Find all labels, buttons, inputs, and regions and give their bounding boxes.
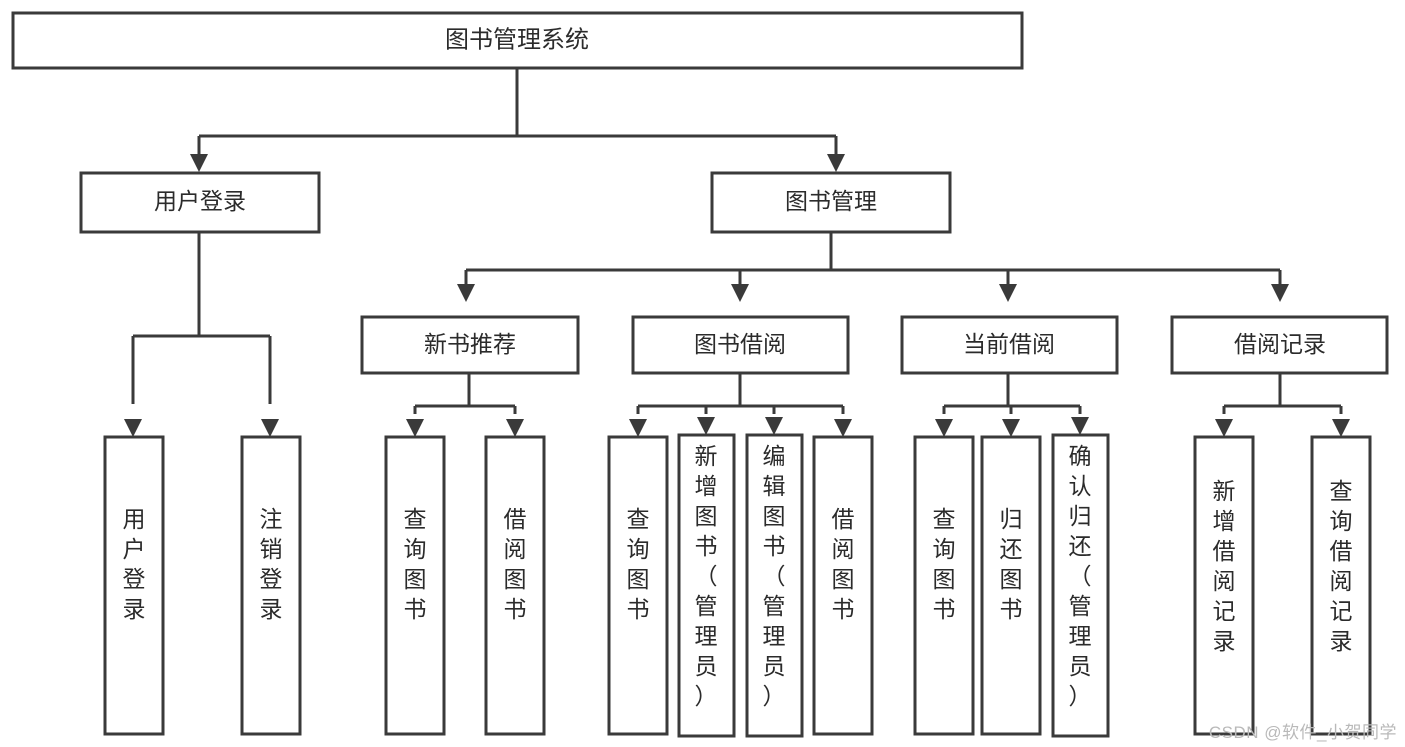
- node-leaf-query-record[interactable]: 查询借阅记录: [1310, 435, 1372, 736]
- node-leaf-logout[interactable]: 注销登录: [240, 435, 302, 736]
- node-user-login[interactable]: 用户登录: [79, 171, 321, 234]
- arrow-icon: [1332, 419, 1350, 437]
- node-root-label: 图书管理系统: [445, 26, 589, 53]
- node-leaf-confirm-return-label: 确认归还（管理员）: [1069, 443, 1092, 709]
- node-leaf-borrow-book-1-label: 借阅图书: [504, 506, 527, 622]
- node-leaf-logout-box[interactable]: [240, 435, 302, 736]
- node-leaf-query-book-2-label: 查询图书: [627, 506, 650, 622]
- node-leaf-add-record[interactable]: 新增借阅记录: [1193, 435, 1255, 736]
- arrow-icon: [765, 417, 783, 435]
- connector-group-new-book-rec: [406, 373, 524, 437]
- node-leaf-add-book[interactable]: 新增图书（管理员）: [677, 433, 736, 738]
- node-leaf-borrow-book-1-box[interactable]: [484, 435, 546, 736]
- node-leaf-return-book[interactable]: 归还图书: [980, 435, 1042, 736]
- node-leaf-add-book-box[interactable]: [677, 433, 736, 738]
- arrow-icon: [457, 284, 475, 302]
- node-new-book-rec[interactable]: 新书推荐: [360, 315, 580, 375]
- connector-group-user-login: [124, 232, 279, 437]
- node-leaf-query-book-2-box[interactable]: [607, 435, 669, 736]
- arrow-icon: [506, 419, 524, 437]
- node-leaf-query-book-3[interactable]: 查询图书: [913, 435, 975, 736]
- arrow-icon: [1002, 419, 1020, 437]
- arrow-icon: [261, 419, 279, 437]
- node-leaf-borrow-book-2[interactable]: 借阅图书: [812, 435, 874, 736]
- node-current-borrow-label: 当前借阅: [963, 331, 1055, 357]
- node-leaf-query-book-2[interactable]: 查询图书: [607, 435, 669, 736]
- node-leaf-user-login-box[interactable]: [103, 435, 165, 736]
- node-book-borrow-label: 图书借阅: [694, 331, 786, 357]
- connector-group-borrow-record: [1215, 373, 1350, 437]
- node-leaf-query-record-label: 查询借阅记录: [1330, 478, 1353, 654]
- node-current-borrow[interactable]: 当前借阅: [900, 315, 1119, 375]
- connector-group-current-borrow: [935, 373, 1089, 437]
- node-current-borrow-box[interactable]: [900, 315, 1119, 375]
- arrow-icon: [834, 419, 852, 437]
- node-book-borrow[interactable]: 图书借阅: [631, 315, 850, 375]
- node-user-login-box[interactable]: [79, 171, 321, 234]
- node-new-book-rec-label: 新书推荐: [424, 331, 516, 357]
- node-leaf-confirm-return-box[interactable]: [1051, 433, 1110, 738]
- node-leaf-add-record-box[interactable]: [1193, 435, 1255, 736]
- node-root[interactable]: 图书管理系统: [11, 11, 1024, 70]
- arrow-icon: [629, 419, 647, 437]
- connector-group-root: [190, 68, 845, 172]
- node-leaf-add-book-label: 新增图书（管理员）: [695, 443, 718, 709]
- node-user-login-label: 用户登录: [154, 188, 246, 214]
- arrow-icon: [190, 154, 208, 172]
- node-leaf-return-book-label: 归还图书: [1000, 506, 1023, 622]
- node-book-manage-label: 图书管理: [785, 188, 877, 214]
- arrow-icon: [124, 419, 142, 437]
- node-borrow-record[interactable]: 借阅记录: [1170, 315, 1389, 375]
- node-leaf-return-book-box[interactable]: [980, 435, 1042, 736]
- arrow-icon: [827, 154, 845, 172]
- node-leaf-query-book-1-label: 查询图书: [404, 506, 427, 622]
- node-book-manage[interactable]: 图书管理: [710, 171, 952, 234]
- arrow-icon: [697, 417, 715, 435]
- node-leaf-borrow-book-1[interactable]: 借阅图书: [484, 435, 546, 736]
- node-leaf-query-record-box[interactable]: [1310, 435, 1372, 736]
- node-leaf-confirm-return[interactable]: 确认归还（管理员）: [1051, 433, 1110, 738]
- arrow-icon: [999, 284, 1017, 302]
- node-leaf-edit-book-box[interactable]: [745, 433, 804, 738]
- node-leaf-logout-label: 注销登录: [260, 506, 283, 622]
- node-leaf-query-book-1[interactable]: 查询图书: [384, 435, 446, 736]
- node-borrow-record-label: 借阅记录: [1234, 331, 1326, 357]
- arrow-icon: [935, 419, 953, 437]
- node-new-book-rec-box[interactable]: [360, 315, 580, 375]
- node-leaf-add-record-label: 新增借阅记录: [1213, 478, 1236, 654]
- arrow-icon: [1071, 417, 1089, 435]
- arrow-icon: [1215, 419, 1233, 437]
- node-leaf-user-login-label: 用户登录: [123, 506, 146, 622]
- node-root-box[interactable]: [11, 11, 1024, 70]
- node-leaf-query-book-3-label: 查询图书: [933, 506, 956, 622]
- node-leaf-borrow-book-2-box[interactable]: [812, 435, 874, 736]
- node-leaf-edit-book-label: 编辑图书（管理员）: [763, 443, 786, 709]
- node-leaf-user-login[interactable]: 用户登录: [103, 435, 165, 736]
- node-leaf-edit-book[interactable]: 编辑图书（管理员）: [745, 433, 804, 738]
- node-leaf-query-book-3-box[interactable]: [913, 435, 975, 736]
- node-book-borrow-box[interactable]: [631, 315, 850, 375]
- arrow-icon: [406, 419, 424, 437]
- node-borrow-record-box[interactable]: [1170, 315, 1389, 375]
- connector-group-book-borrow: [629, 373, 852, 437]
- node-book-manage-box[interactable]: [710, 171, 952, 234]
- connector-group-book-manage: [457, 232, 1289, 302]
- arrow-icon: [731, 284, 749, 302]
- arrow-icon: [1271, 284, 1289, 302]
- node-leaf-query-book-1-box[interactable]: [384, 435, 446, 736]
- node-leaf-borrow-book-2-label: 借阅图书: [832, 506, 855, 622]
- csdn-watermark: CSDN @软件_小贺同学: [1208, 723, 1397, 742]
